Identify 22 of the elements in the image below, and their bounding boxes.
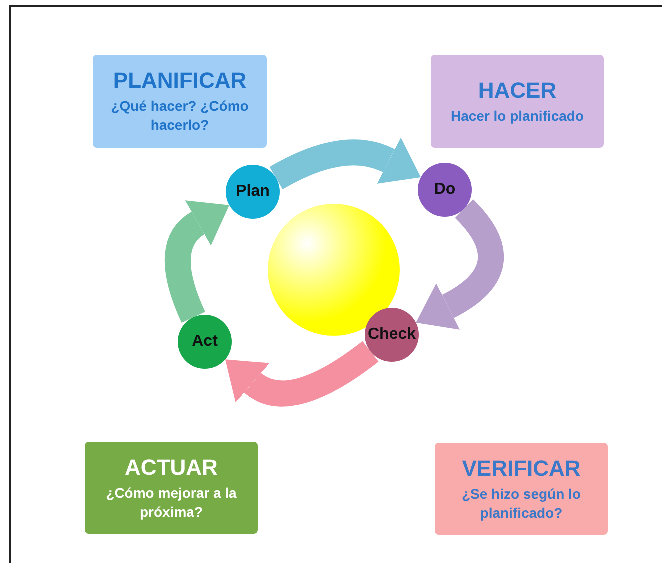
step-card [431, 55, 604, 148]
step-card [85, 442, 258, 534]
card-question: ¿Qué hacer? ¿Cómo hacerlo? [110, 97, 250, 135]
circle-label: Act [192, 333, 218, 351]
circle-label: Do [434, 181, 456, 199]
card-heading: VERIFICAR [462, 456, 581, 482]
step-card [93, 55, 267, 148]
step-circle [178, 315, 232, 369]
card-heading: ACTUAR [125, 454, 218, 480]
card-question: Hacer lo planificado [450, 106, 584, 126]
circle-label: Plan [236, 183, 270, 201]
card-question: ¿Se hizo según lo planificado? [460, 484, 582, 522]
arrow [416, 200, 504, 330]
card-heading: HACER [478, 78, 557, 104]
circle-label: Check [368, 326, 416, 344]
card-heading: PLANIFICAR [113, 68, 247, 94]
step-circle [365, 308, 419, 362]
card-question: ¿Cómo mejorar a la próxima? [105, 484, 238, 522]
arrow [224, 341, 379, 407]
step-card [435, 443, 608, 535]
step-circle [226, 165, 280, 219]
step-circle [418, 163, 472, 217]
